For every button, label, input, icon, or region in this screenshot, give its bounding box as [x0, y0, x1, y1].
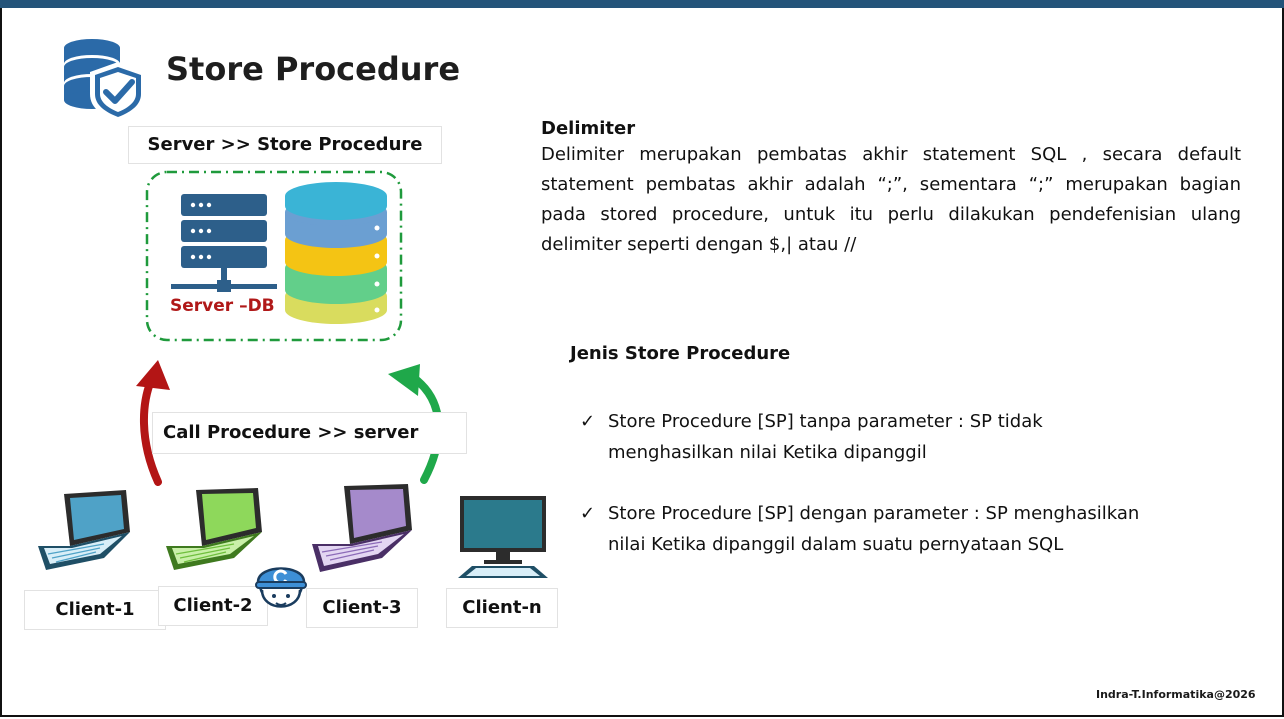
database-icon — [285, 182, 387, 324]
database-shield-icon — [64, 39, 146, 122]
arrows — [136, 360, 443, 486]
jenis-heading: Jenis Store Procedure — [570, 343, 791, 364]
slide-frame — [0, 8, 1284, 717]
user-avatar-icon — [255, 567, 307, 608]
client-1-label: Client-1 — [24, 590, 166, 630]
client-n-label: Client-n — [446, 588, 558, 628]
page-title: Store Procedure — [166, 50, 461, 88]
checkmark-icon: ✓ — [580, 411, 596, 432]
server-rack-icon — [171, 194, 277, 292]
monitor-icon — [458, 496, 548, 578]
footer-credit: Indra-T.Informatika@2026 — [1096, 688, 1256, 701]
client-2-label: Client-2 — [158, 586, 268, 626]
list-item-text: Store Procedure [SP] dengan parameter : … — [608, 503, 1140, 555]
server-db-label: Server –DB — [170, 296, 275, 316]
laptop-icon — [312, 484, 412, 572]
list-item-text: Store Procedure [SP] tanpa parameter : S… — [608, 411, 1043, 463]
call-procedure-label: Call Procedure >> server — [152, 412, 467, 454]
server-db-group — [145, 170, 403, 342]
laptop-icon — [38, 490, 130, 570]
delimiter-heading: Delimiter — [541, 118, 636, 139]
checkmark-icon: ✓ — [580, 503, 596, 524]
red-arrow-up-icon — [136, 360, 170, 486]
server-label: Server >> Store Procedure — [128, 126, 442, 164]
laptop-icon — [166, 488, 262, 570]
delimiter-text: Delimiter merupakan pembatas akhir state… — [541, 144, 1241, 255]
client-3-label: Client-3 — [306, 588, 418, 628]
top-bar — [0, 0, 1284, 8]
